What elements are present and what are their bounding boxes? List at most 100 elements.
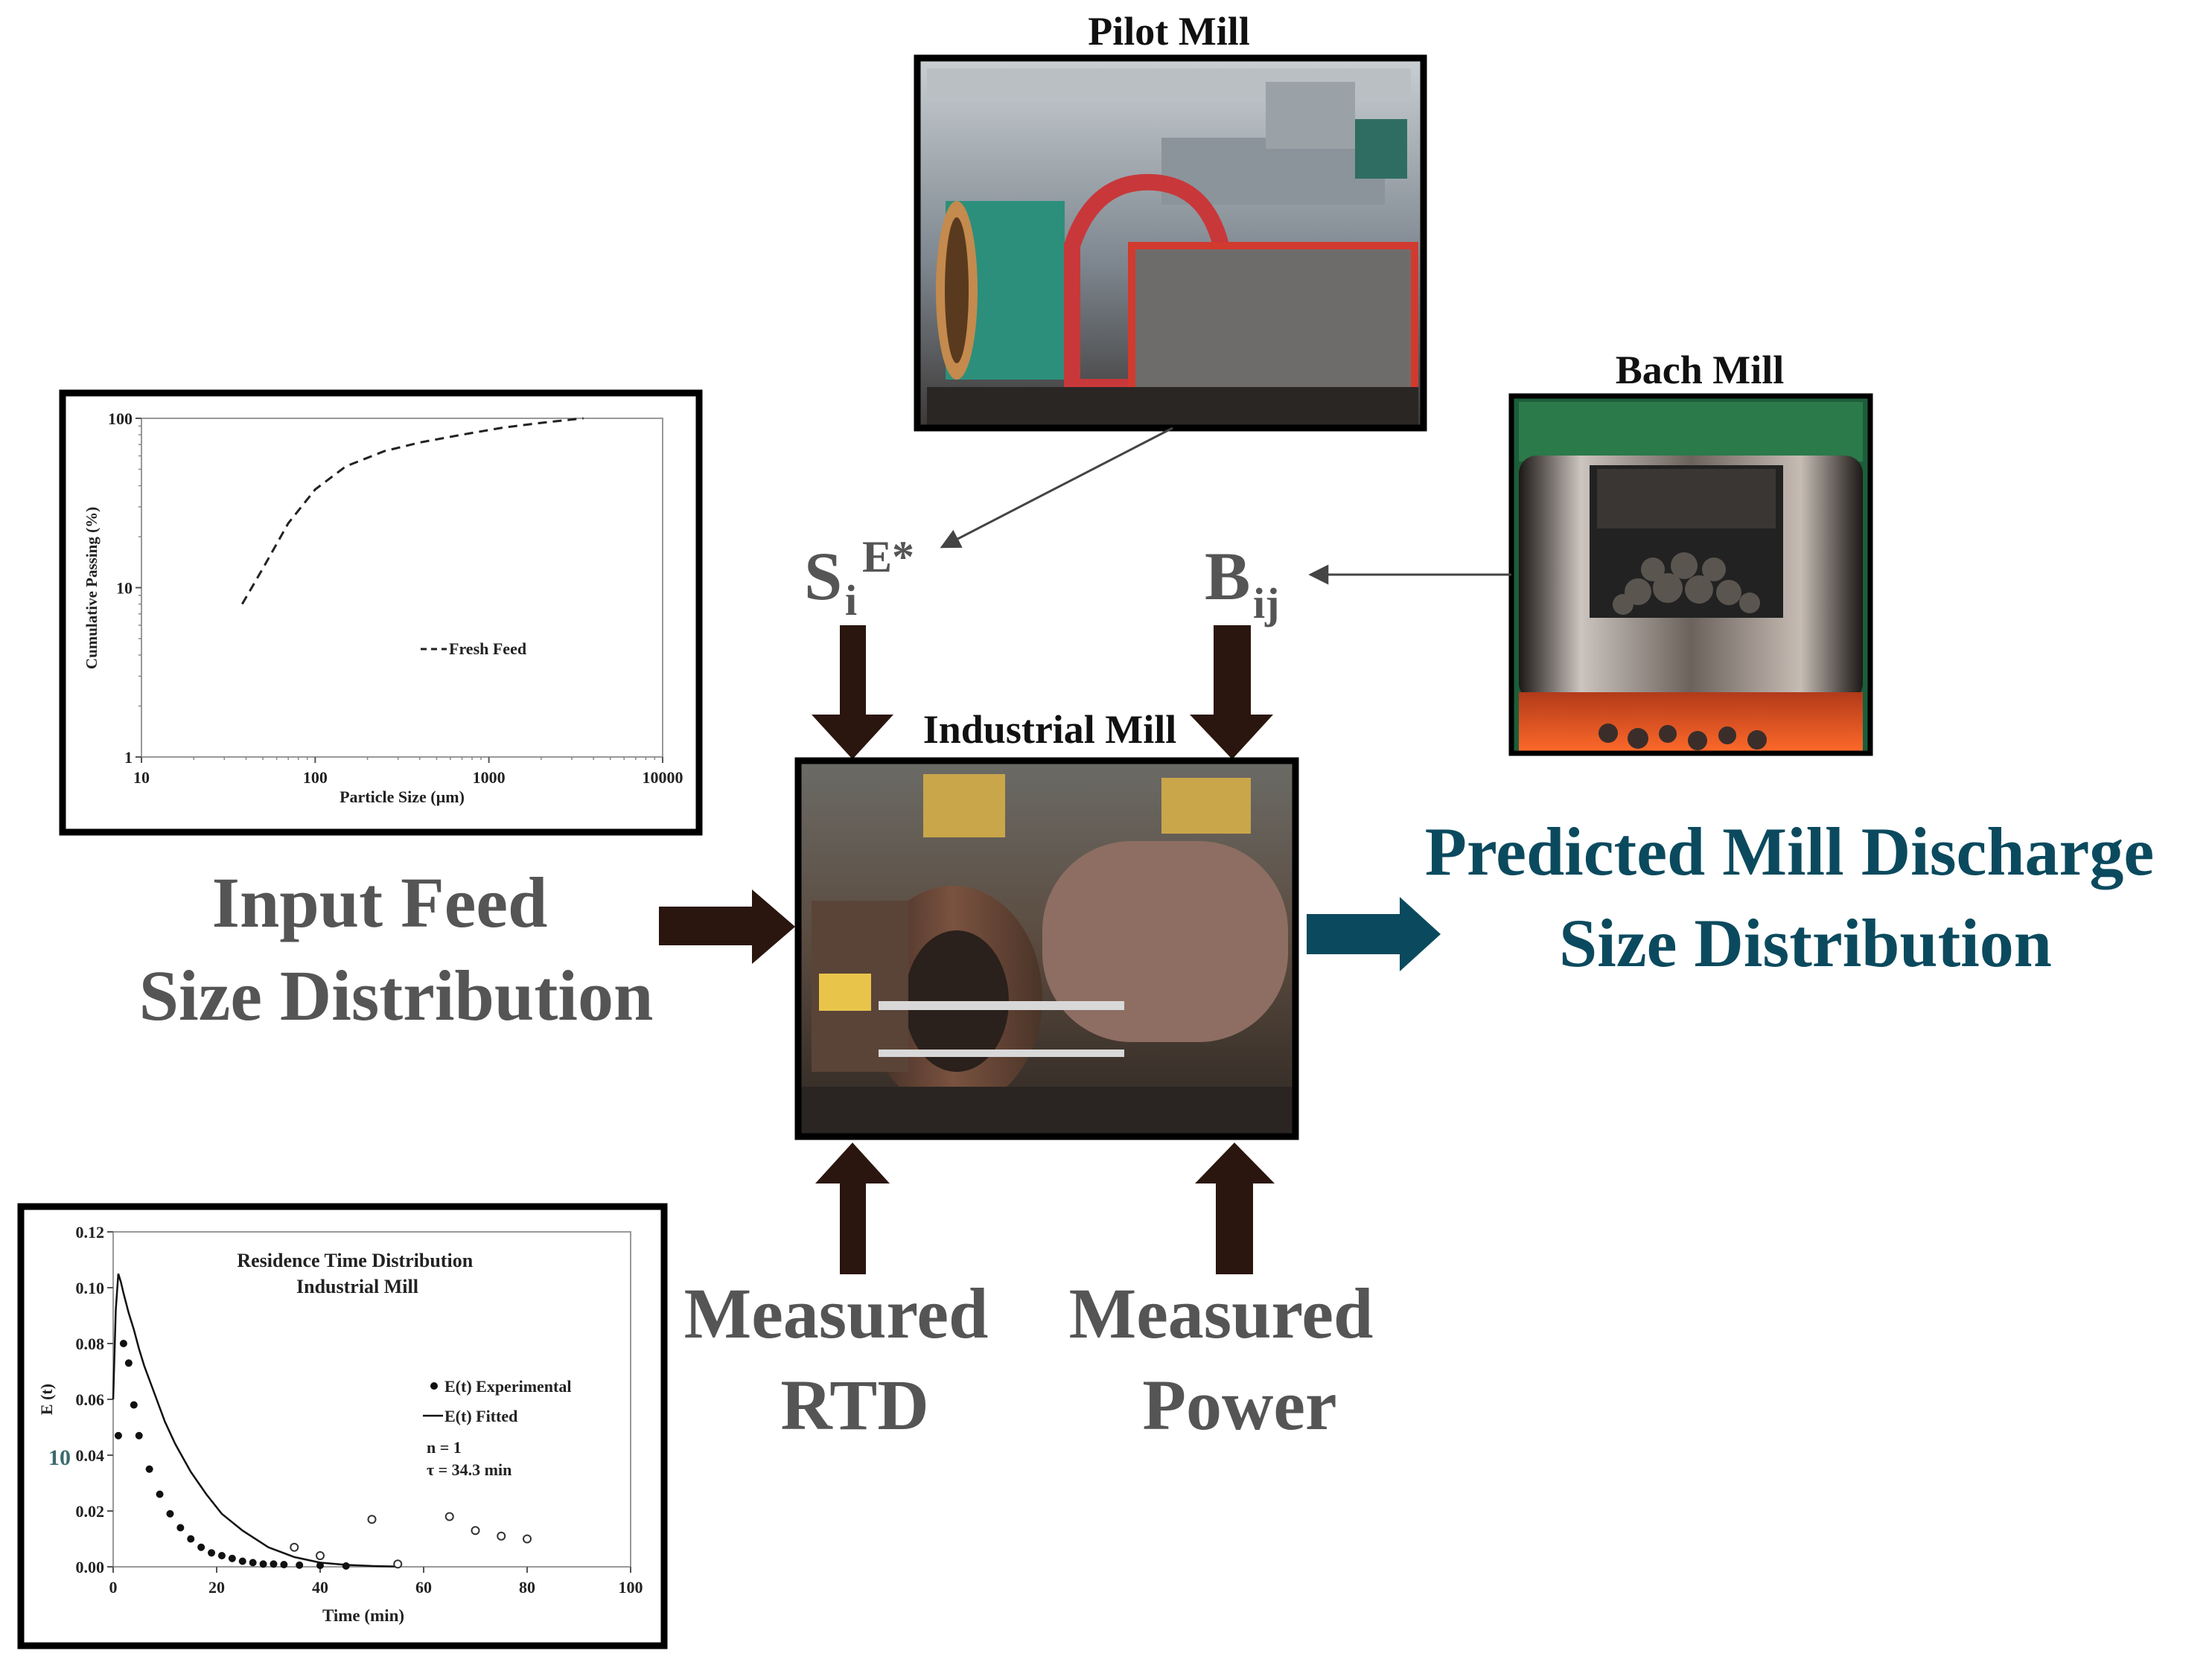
selection-base: S — [804, 538, 842, 614]
feed-x-tick-label: 10000 — [643, 768, 683, 787]
batch-mill-group: Bach Mill — [1508, 348, 1873, 756]
rtd-x-axis-label: Time (min) — [322, 1606, 404, 1625]
breakage-down-arrow — [1190, 625, 1273, 759]
rtd-y-tick-label: 0.02 — [76, 1502, 105, 1521]
predicted-discharge-line1: Predicted Mill Discharge — [1425, 814, 2154, 889]
power-up-arrow — [1195, 1143, 1275, 1274]
rtd-experimental-point — [145, 1465, 153, 1473]
rtd-experimental-point — [130, 1401, 138, 1409]
feed-y-tick-label: 1 — [124, 748, 133, 767]
rtd-annotation-n: n = 1 — [427, 1438, 462, 1457]
rtd-x-tick-label: 0 — [109, 1578, 118, 1597]
measured-rtd-line1: Measured — [684, 1274, 989, 1353]
rtd-open-point — [290, 1542, 299, 1552]
rtd-up-arrow — [815, 1143, 890, 1274]
rtd-legend-experimental-label: E(t) Experimental — [444, 1377, 571, 1396]
rtd-open-point — [471, 1526, 480, 1536]
rtd-legend-experimental-marker — [430, 1382, 438, 1390]
feed-legend: Fresh Feed — [421, 639, 526, 658]
rtd-experimental-point — [176, 1524, 185, 1532]
feed-x-tick-label: 100 — [303, 768, 328, 787]
rtd-experimental-point — [114, 1431, 122, 1440]
feed-legend-label: Fresh Feed — [449, 639, 526, 658]
selection-sub: i — [845, 576, 857, 624]
rtd-experimental-point — [187, 1535, 195, 1543]
fresh-feed-series-line — [241, 417, 584, 605]
rtd-x-tick-label: 40 — [312, 1578, 328, 1597]
measured-power-line1: Measured — [1069, 1274, 1374, 1353]
rtd-y-tick-label: 0.08 — [76, 1335, 105, 1353]
rtd-annotation: n = 1 τ = 34.3 min — [427, 1438, 511, 1479]
rtd-y-tick-label: 0.04 — [76, 1446, 105, 1465]
industrial-mill-title: Industrial Mill — [923, 707, 1177, 752]
breakage-base: B — [1205, 538, 1250, 614]
feed-y-tick-label: 100 — [108, 409, 133, 428]
rtd-stray-label: 10 — [48, 1445, 71, 1470]
rtd-y-tick-label: 0.00 — [76, 1558, 105, 1576]
rtd-experimental-point — [119, 1340, 127, 1347]
rtd-fitted-series-line — [112, 1273, 398, 1568]
industrial-mill-group: Industrial Mill — [794, 707, 1299, 1140]
rtd-experimental-point — [166, 1510, 174, 1518]
rtd-title-line1: Residence Time Distribution — [237, 1250, 473, 1271]
rtd-open-point — [393, 1559, 403, 1569]
feed-to-mill-arrow — [659, 889, 795, 964]
rtd-experimental-point — [259, 1560, 267, 1568]
rtd-experimental-point — [217, 1552, 226, 1559]
breakage-sub: ij — [1253, 579, 1279, 627]
rtd-experimental-point — [197, 1543, 205, 1551]
selection-sup: E* — [862, 532, 914, 581]
industrial-mill-photo — [794, 757, 1299, 1140]
feed-y-axis-label: Cumulative Passing (%) — [83, 507, 101, 669]
pilot-mill-title: Pilot Mill — [1088, 9, 1249, 54]
rtd-y-axis-label: E (t) — [37, 1384, 56, 1415]
pilot-mill-photo — [914, 54, 1427, 432]
rtd-x-tick-label: 20 — [208, 1578, 225, 1597]
rtd-experimental-point — [342, 1562, 350, 1570]
breakage-function-symbol: B ij — [1205, 538, 1279, 627]
batch-mill-title: Bach Mill — [1616, 348, 1785, 392]
input-feed-line1: Input Feed — [212, 863, 548, 942]
feed-plot-area — [141, 418, 663, 758]
rtd-y-tick-label: 0.12 — [76, 1223, 105, 1242]
rtd-annotation-tau: τ = 34.3 min — [427, 1460, 511, 1479]
selection-down-arrow — [812, 625, 893, 759]
pilot-to-selection-arrow — [940, 427, 1173, 549]
rtd-open-point — [316, 1551, 325, 1560]
feed-x-tick-label: 1000 — [473, 768, 506, 787]
rtd-legend-fitted-label: E(t) Fitted — [444, 1407, 517, 1425]
input-feed-label: Input Feed Size Distribution — [139, 863, 654, 1035]
rtd-experimental-point — [280, 1561, 288, 1568]
rtd-experimental-point — [124, 1359, 133, 1367]
rtd-experimental-point — [270, 1560, 278, 1568]
feed-y-tick-label: 10 — [116, 579, 133, 598]
rtd-open-point — [497, 1531, 506, 1541]
mill-to-discharge-arrow — [1307, 897, 1441, 971]
rtd-y-tick-label: 0.06 — [76, 1390, 105, 1409]
rtd-experimental-point — [228, 1554, 236, 1562]
rtd-open-point — [444, 1512, 454, 1521]
selection-function-symbol: S i E* — [804, 532, 914, 624]
rtd-title-line2: Industrial Mill — [296, 1276, 418, 1297]
feed-x-axis-label: Particle Size (µm) — [340, 788, 465, 806]
rtd-experimental-point — [316, 1562, 324, 1570]
rtd-experimental-point — [156, 1490, 164, 1498]
rtd-experimental-point — [249, 1559, 257, 1567]
pilot-mill-group: Pilot Mill — [914, 9, 1427, 432]
measured-rtd-label: Measured RTD — [684, 1274, 1007, 1445]
feed-x-tick-label: 10 — [133, 768, 150, 787]
rtd-experimental-point — [135, 1431, 143, 1440]
rtd-experimental-point — [208, 1549, 216, 1557]
rtd-open-point — [367, 1515, 377, 1524]
rtd-chart-title: Residence Time Distribution Industrial M… — [237, 1250, 477, 1297]
rtd-y-tick-label: 0.10 — [76, 1279, 105, 1297]
rtd-x-tick-label: 100 — [619, 1578, 643, 1597]
predicted-discharge-label: Predicted Mill Discharge Size Distributi… — [1425, 814, 2171, 981]
rtd-plot-area — [112, 1231, 631, 1568]
rtd-experimental-point — [296, 1561, 304, 1569]
rtd-x-tick-label: 80 — [519, 1578, 535, 1597]
rtd-legend: E(t) Experimental E(t) Fitted n = 1 τ = … — [423, 1377, 571, 1479]
